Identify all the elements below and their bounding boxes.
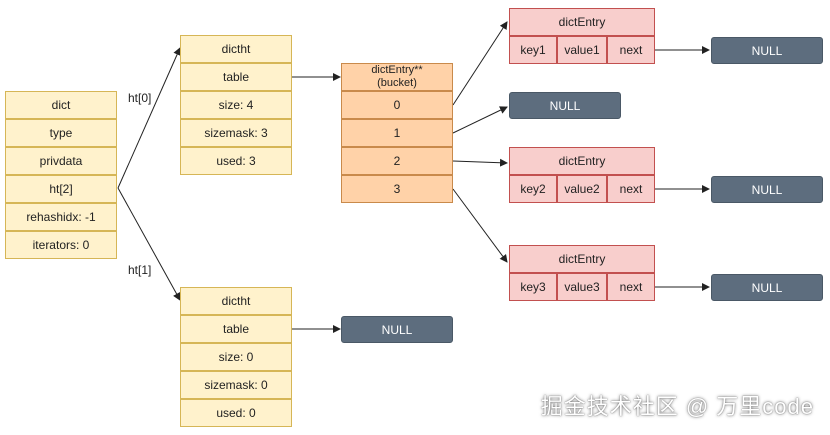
ht1-field-table: table <box>180 315 292 343</box>
ht0-field-used: used: 3 <box>180 147 292 175</box>
entry2-title: dictEntry <box>509 147 655 175</box>
bucket-header-line1: dictEntry** <box>371 64 423 76</box>
watermark: 掘金技术社区 @ 万里code <box>540 394 814 419</box>
edge-label-ht1: ht[1] <box>128 263 152 277</box>
bucket-3: 3 <box>341 175 453 203</box>
entry2-next: next <box>607 175 655 203</box>
entry2-value: value2 <box>557 175 607 203</box>
arrow-bucket0 <box>452 21 508 106</box>
dict-field-rehashidx: rehashidx: -1 <box>5 203 117 231</box>
bucket-2: 2 <box>341 147 453 175</box>
bucket-header-line2: (bucket) <box>377 77 417 89</box>
entry2-key: key2 <box>509 175 557 203</box>
arrow-ht1 <box>117 187 181 301</box>
arrow-bucket1 <box>452 106 508 134</box>
edge-label-ht0: ht[0] <box>128 91 152 105</box>
dict-field-privdata: privdata <box>5 147 117 175</box>
ht1-field-dictht: dictht <box>180 287 292 315</box>
ht0-field-sizemask: sizemask: 3 <box>180 119 292 147</box>
dict-field-name: dict <box>5 91 117 119</box>
entry3-next: next <box>607 273 655 301</box>
entry3-key: key3 <box>509 273 557 301</box>
entry3-value: value3 <box>557 273 607 301</box>
ht1-field-size: size: 0 <box>180 343 292 371</box>
ht1-table-null: NULL <box>341 316 453 343</box>
dict-field-iterators: iterators: 0 <box>5 231 117 259</box>
entry1-key: key1 <box>509 36 557 64</box>
entry2-next-null: NULL <box>711 176 823 203</box>
entry1-value: value1 <box>557 36 607 64</box>
entry1-next-null: NULL <box>711 37 823 64</box>
arrow-ht0 <box>117 47 181 189</box>
ht0-field-size: size: 4 <box>180 91 292 119</box>
ht1-field-sizemask: sizemask: 0 <box>180 371 292 399</box>
arrow-bucket2 <box>452 158 508 167</box>
bucket-header: dictEntry** (bucket) <box>341 63 453 91</box>
arrow-bucket3 <box>452 188 508 263</box>
entry3-next-null: NULL <box>711 274 823 301</box>
ht0-field-table: table <box>180 63 292 91</box>
entry1-title: dictEntry <box>509 8 655 36</box>
bucket-1: 1 <box>341 119 453 147</box>
bucket-0: 0 <box>341 91 453 119</box>
entry3-title: dictEntry <box>509 245 655 273</box>
entry1-next: next <box>607 36 655 64</box>
dict-field-type: type <box>5 119 117 147</box>
ht1-field-used: used: 0 <box>180 399 292 427</box>
bucket1-null: NULL <box>509 92 621 119</box>
dict-field-ht: ht[2] <box>5 175 117 203</box>
ht0-field-dictht: dictht <box>180 35 292 63</box>
